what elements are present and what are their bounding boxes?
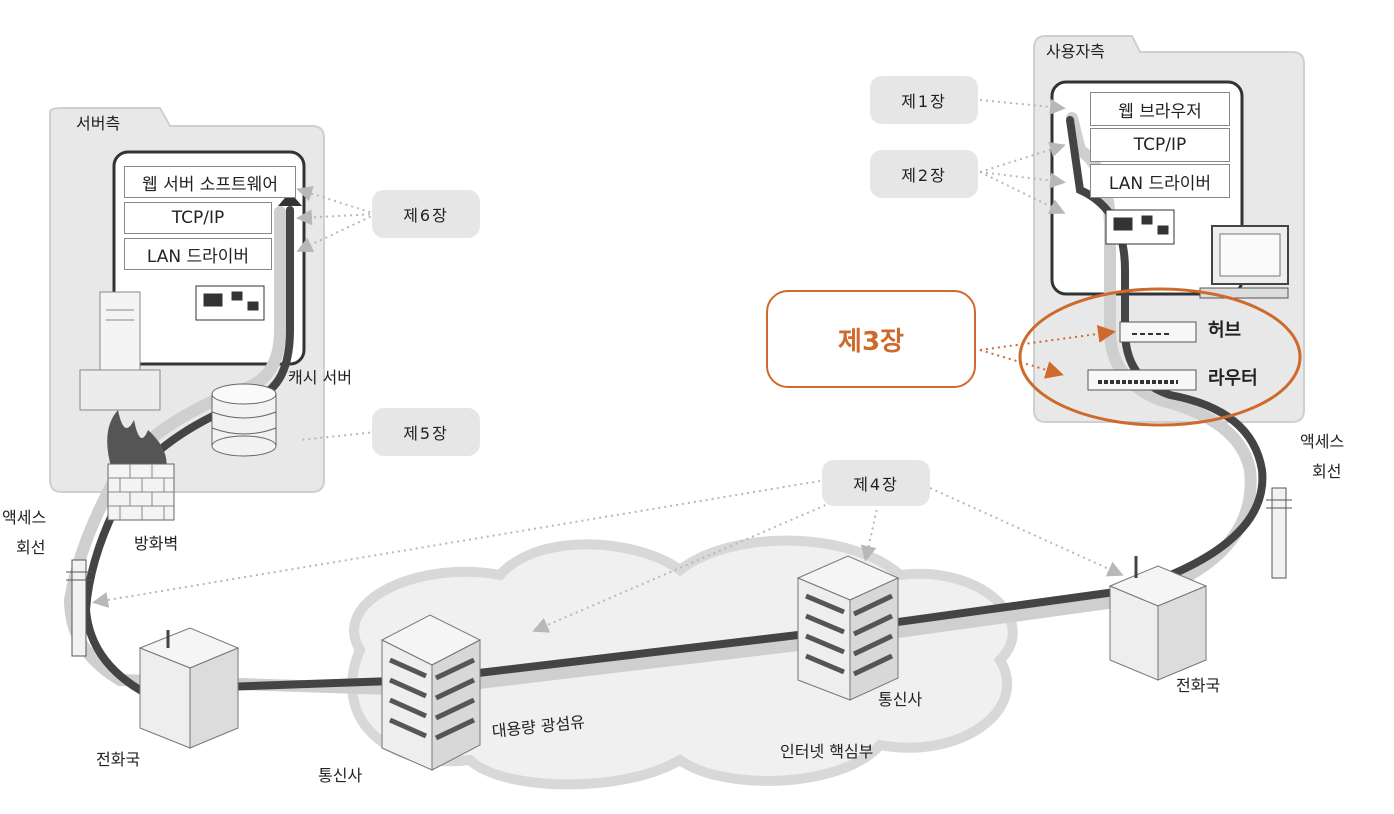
- carrier-building-right: [796, 555, 900, 701]
- phone-office-right-label: 전화국: [1176, 676, 1221, 695]
- access-line-left-2: 회선: [16, 538, 46, 557]
- chapter5-label: 제5장: [372, 408, 480, 456]
- access-pole-right: [1266, 487, 1292, 579]
- server-stack-tcpip: TCP/IP: [124, 202, 272, 234]
- dotted-pointers: [92, 98, 1124, 633]
- server-side-title: 서버측: [76, 114, 121, 133]
- access-pole-left: [66, 559, 92, 657]
- chapter3-label: 제3장: [766, 290, 976, 388]
- phone-office-building-left: [138, 627, 240, 749]
- carrier-building-left: [380, 614, 482, 771]
- hub-label: 허브: [1208, 320, 1242, 341]
- hub-device: [1119, 321, 1197, 343]
- client-monitor: [1199, 225, 1289, 299]
- client-stack-tcpip: TCP/IP: [1090, 128, 1230, 162]
- server-tower: [79, 291, 161, 411]
- chapter6-label: 제6장: [372, 190, 480, 238]
- client-nic: [1105, 209, 1175, 245]
- cache-server-disk: [211, 383, 277, 457]
- server-stack-web-server: 웹 서버 소프트웨어: [124, 166, 296, 198]
- chapter1-label: 제1장: [870, 76, 978, 124]
- access-line-right-2: 회선: [1312, 462, 1342, 481]
- client-stack-browser: 웹 브라우저: [1090, 92, 1230, 126]
- chapter4-label: 제4장: [822, 460, 930, 506]
- chapter2-label: 제2장: [870, 150, 978, 198]
- router-label: 라우터: [1208, 368, 1258, 389]
- phone-office-building-right: [1108, 556, 1208, 681]
- chapter3-highlight-ellipse: [1018, 287, 1302, 427]
- router-device: [1087, 369, 1197, 391]
- carrier-left-label: 통신사: [318, 766, 363, 785]
- cable-light: [63, 112, 1257, 697]
- client-stack-lan-driver: LAN 드라이버: [1090, 164, 1230, 198]
- internet-core-label: 인터넷 핵심부: [780, 742, 874, 761]
- phone-office-left-label: 전화국: [96, 750, 141, 769]
- chapter3-pointers: [979, 324, 1116, 379]
- firewall-label: 방화벽: [134, 534, 179, 553]
- access-line-left-1: 액세스: [2, 508, 47, 527]
- access-line-right-1: 액세스: [1300, 432, 1345, 451]
- server-nic: [195, 285, 265, 321]
- firewall-wall: [107, 410, 175, 521]
- server-arrow-head: [278, 192, 302, 206]
- carrier-right-label: 통신사: [878, 690, 923, 709]
- user-side-title: 사용자측: [1046, 42, 1105, 61]
- cache-server-label: 캐시 서버: [288, 368, 352, 387]
- server-stack-lan-driver: LAN 드라이버: [124, 238, 272, 270]
